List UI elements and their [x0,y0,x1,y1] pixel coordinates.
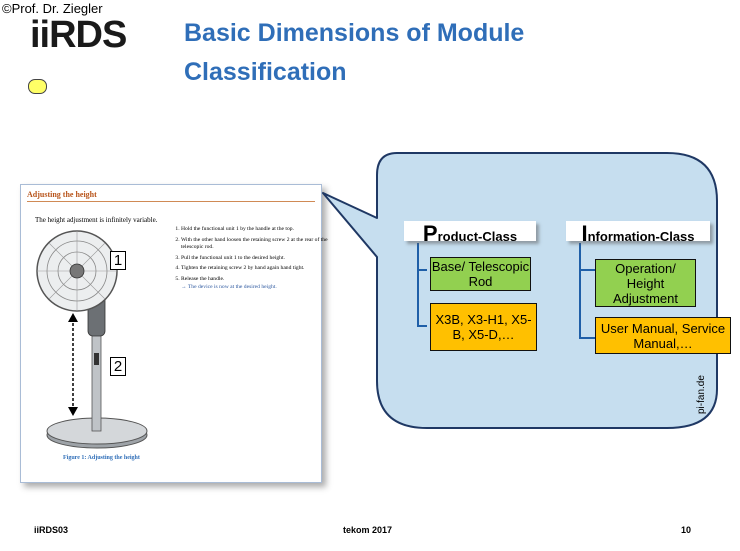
doc-intro: The height adjustment is infinitely vari… [35,216,158,224]
comment-icon[interactable] [28,79,47,94]
doc-steps-list: Hold the functional unit 1 by the handle… [167,226,331,295]
information-class-manuals-box: User Manual, Service Manual,… [595,317,731,354]
information-class-initial: I [581,221,588,246]
product-class-base-box: Base/ Telescopic Rod [430,257,531,291]
doc-heading: Adjusting the height [27,190,97,199]
doc-step-result: → The device is now at the desired heigh… [181,284,277,291]
doc-step: Tighten the retaining screw 2 by hand ag… [181,265,331,272]
information-class-operation-box: Operation/ Height Adjustment [595,259,696,307]
iirds-logo: iiRDS [30,14,127,56]
product-class-variants-box: X3B, X3-H1, X5-B, X5-D,… [430,303,537,351]
product-class-initial: P [422,221,438,246]
footer-slide-id: iiRDS03 [34,525,69,535]
doc-step-text: Release the handle. [181,275,225,282]
doc-heading-rule [27,201,315,202]
doc-step: Pull the functional unit 1 to the desire… [181,255,331,262]
document-thumbnail: Adjusting the height The height adjustme… [20,184,328,483]
doc-step: Release the handle. → The device is now … [181,276,331,292]
footer-page-number: 10 [681,525,692,535]
copyright-text: ©Prof. Dr. Ziegler [2,1,103,16]
callout-1: 1 [110,251,126,270]
product-class-label: roduct-Class [437,229,518,244]
footer-event: tekom 2017 [343,525,393,535]
information-class-label: nformation-Class [587,229,695,244]
doc-step: Hold the functional unit 1 by the handle… [181,226,331,233]
image-source-credit: pi-fan.de [696,375,707,414]
slide-title: Basic Dimensions of Module Classificatio… [184,19,525,86]
doc-figure-caption: Figure 1: Adjusting the height [63,455,140,461]
doc-step: With the other hand loosen the retaining… [181,237,331,252]
callout-2: 2 [110,357,126,376]
fan-illustration [36,230,148,449]
